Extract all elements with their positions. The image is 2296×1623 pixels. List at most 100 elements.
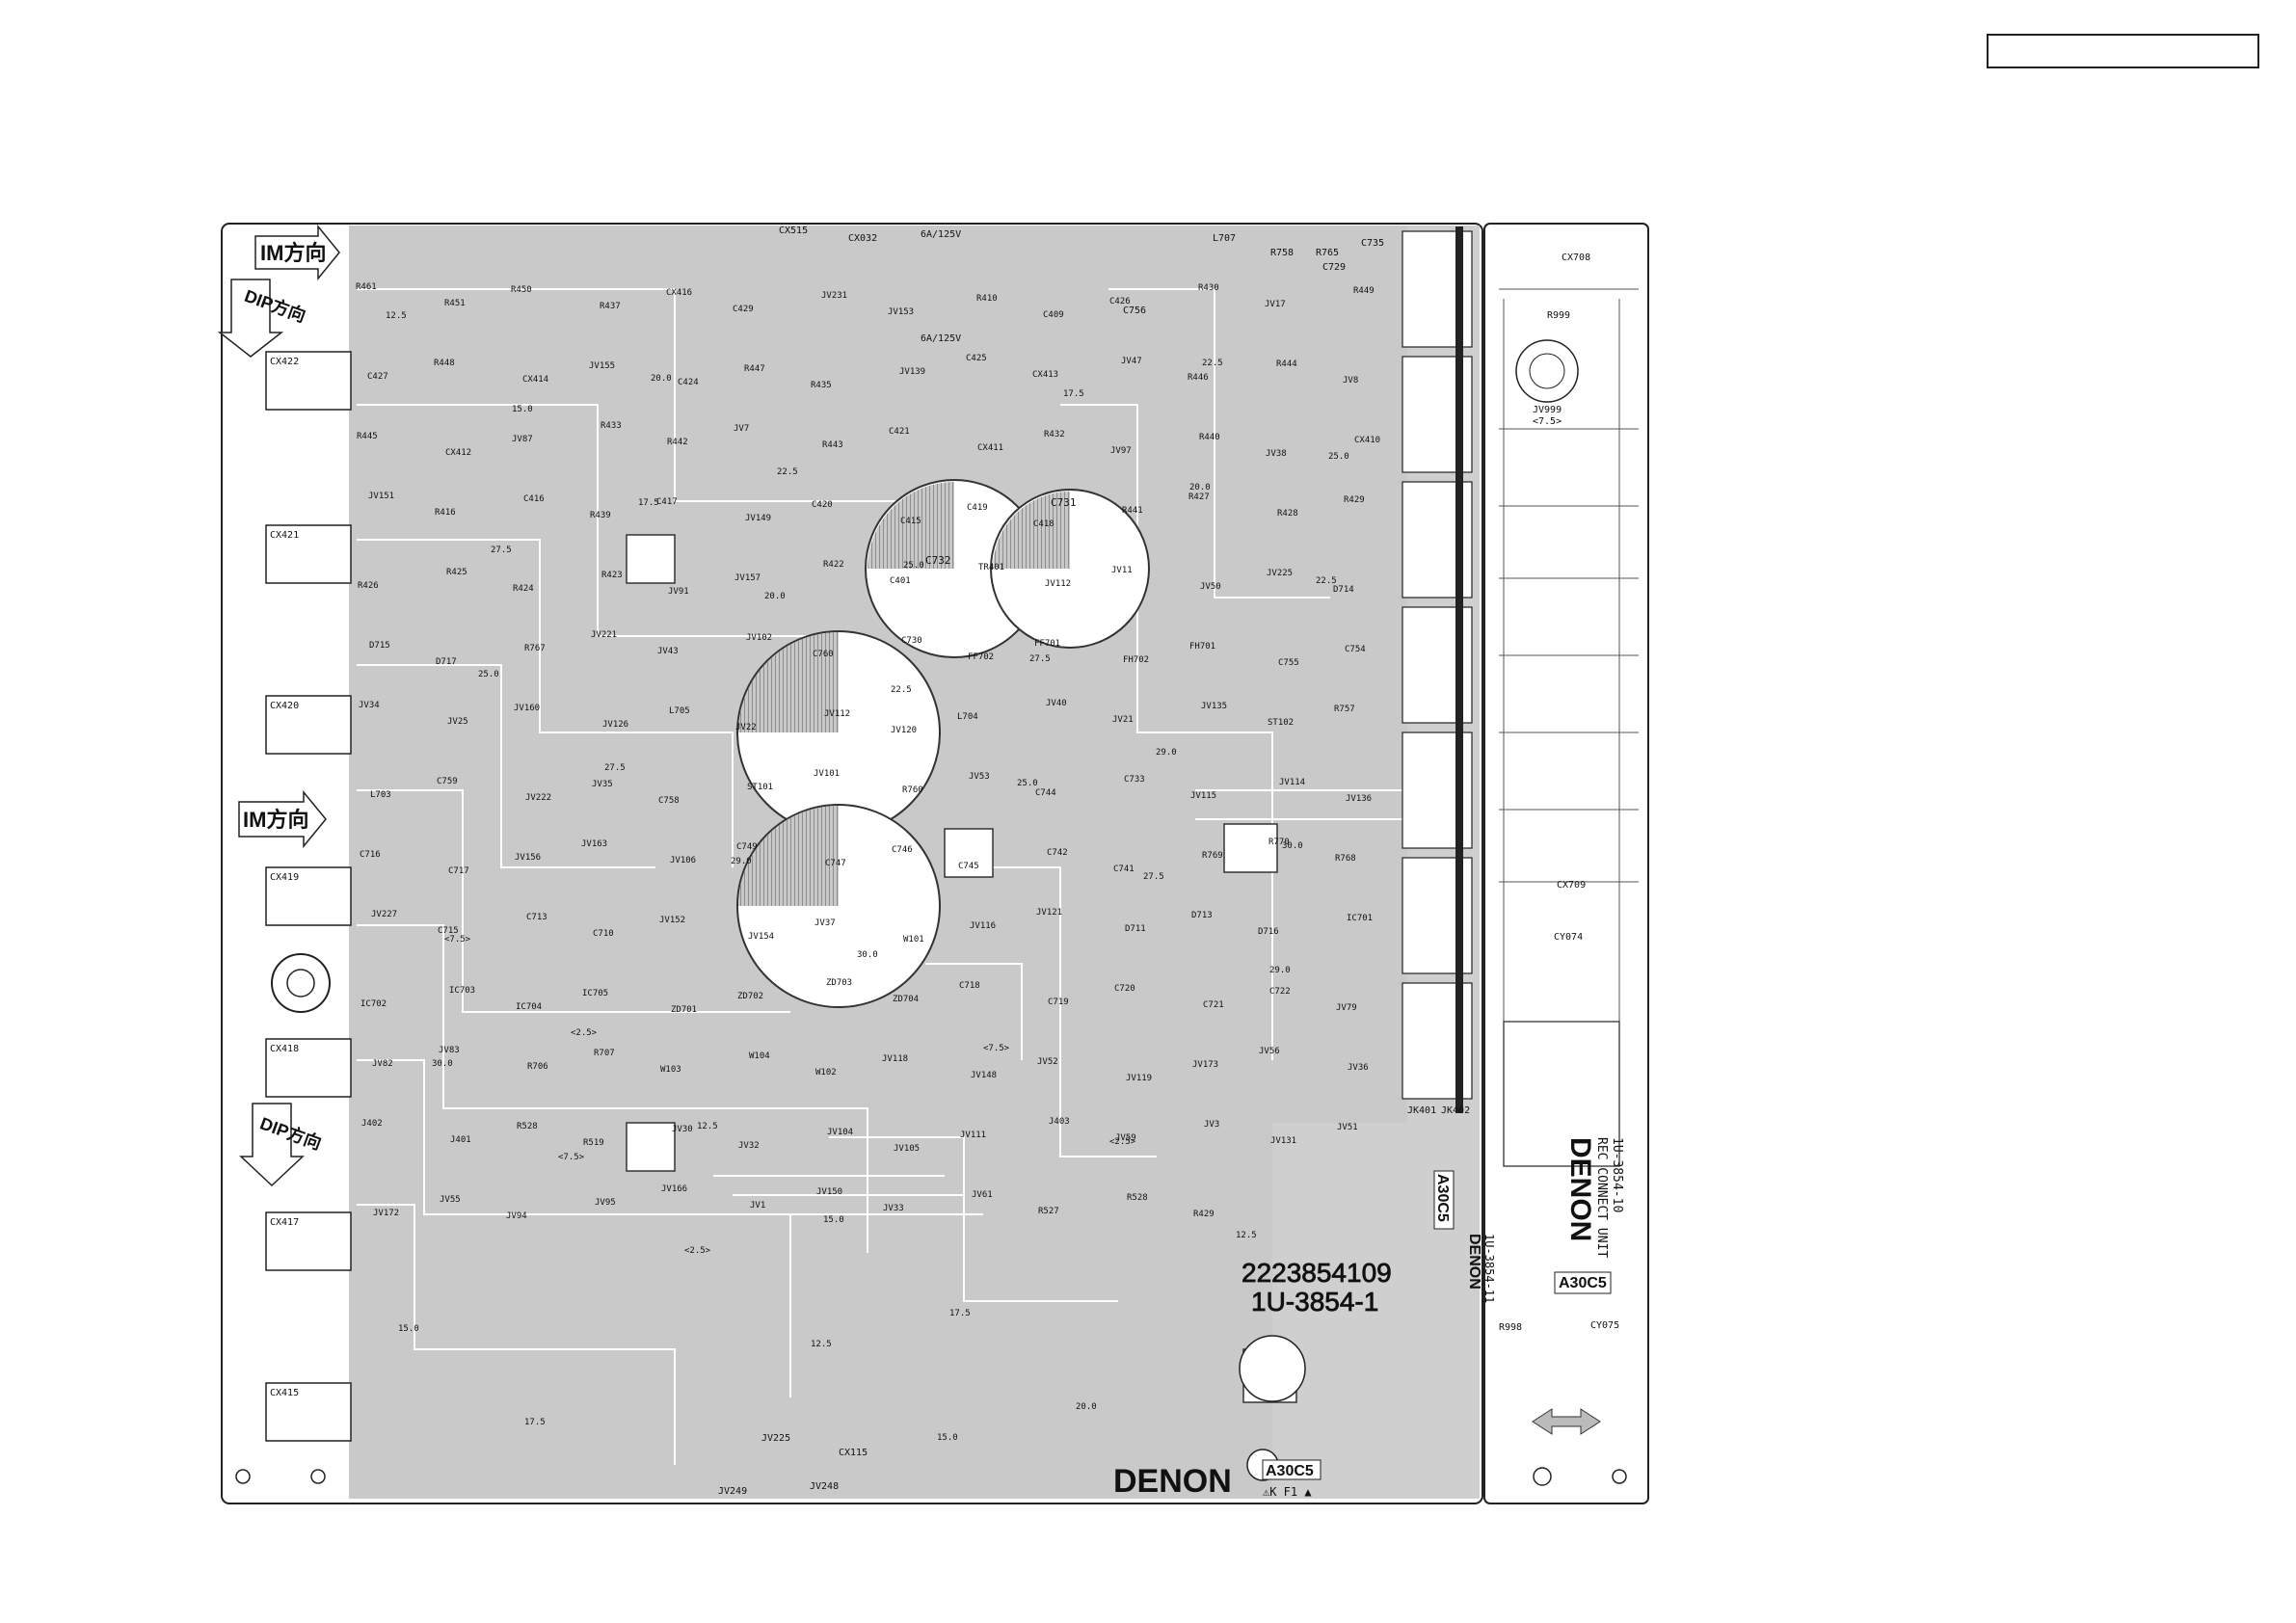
component-label: JV106 — [670, 856, 696, 865]
connector-label: CX422 — [270, 357, 299, 367]
bottom-label: CY074 — [1554, 932, 1583, 943]
component-label: JV35 — [592, 780, 613, 789]
component-label: JV102 — [746, 633, 772, 643]
component-label: R461 — [356, 282, 377, 292]
fuse-label: 6A/125V — [921, 229, 961, 240]
component-label: JV173 — [1192, 1060, 1218, 1070]
voltage-label: 20.0 — [1076, 1402, 1097, 1412]
component-label: IC705 — [582, 989, 608, 998]
component-label: JV150 — [816, 1187, 842, 1197]
component-label: FF701 — [1034, 639, 1060, 649]
component-label: JV163 — [581, 839, 607, 849]
jack-strip — [1455, 226, 1463, 1113]
component-label: JV105 — [894, 1144, 920, 1154]
component-labels: R461R451R450R437CX416C429JV231JV153R410C… — [356, 282, 1380, 1221]
bottom-label: R998 — [1499, 1322, 1522, 1333]
voltage-label: 29.0 — [1269, 966, 1291, 975]
component-label: JV157 — [734, 573, 761, 583]
component-label: W103 — [660, 1065, 681, 1075]
component-label: R430 — [1198, 283, 1219, 293]
voltage-label: 25.0 — [478, 670, 499, 679]
component-label: IC701 — [1347, 914, 1373, 923]
component-label: JV36 — [1348, 1063, 1369, 1073]
direction-arrows: IM方向 DIP方向 IM方向 DIP方向 — [217, 224, 340, 1187]
component-label: R527 — [1038, 1207, 1059, 1216]
component-label: C720 — [1114, 984, 1135, 994]
voltage-label: 17.5 — [524, 1418, 546, 1427]
component-label: JV33 — [883, 1204, 904, 1213]
bottom-label: CX115 — [839, 1448, 868, 1458]
component-label: JV34 — [359, 701, 380, 710]
component-label: C401 — [890, 576, 911, 586]
voltage-label: 29.0 — [1156, 748, 1177, 758]
component-label: C420 — [812, 500, 833, 510]
component-label: C759 — [437, 777, 458, 786]
component-label: JV43 — [657, 647, 679, 656]
component-label: ST102 — [1268, 718, 1294, 728]
component-label: C715 — [438, 926, 459, 936]
component-label: JV156 — [515, 853, 541, 863]
voltage-label: <7.5> — [444, 935, 471, 945]
connector-label: CX417 — [270, 1217, 299, 1228]
component-label: R528 — [1127, 1193, 1148, 1203]
component-label: C730 — [901, 636, 922, 646]
component-label: JV116 — [970, 921, 996, 931]
voltage-label: <2.5> — [1109, 1137, 1136, 1147]
component-label: R422 — [823, 560, 844, 570]
component-label: JV56 — [1259, 1047, 1280, 1056]
component-label: JV52 — [1037, 1057, 1058, 1067]
component-label: R519 — [583, 1138, 604, 1148]
component-label: JV3 — [1204, 1120, 1219, 1130]
component-label: JV155 — [589, 361, 615, 371]
voltage-label: 20.0 — [1189, 483, 1211, 492]
component-label: CX410 — [1354, 436, 1380, 445]
sub-board-traces — [1499, 288, 1639, 1099]
component-label: C744 — [1035, 788, 1056, 798]
component-label: R770 — [1268, 838, 1290, 847]
component-label: JV131 — [1270, 1136, 1296, 1146]
top-label: CX708 — [1562, 253, 1590, 263]
component-label: R427 — [1188, 492, 1210, 502]
component-label: JV154 — [748, 932, 774, 942]
voltage-label: 12.5 — [697, 1122, 718, 1131]
component-label: R760 — [902, 785, 923, 795]
voltage-label: 15.0 — [512, 405, 533, 414]
component-label: C416 — [523, 494, 545, 504]
connector-label: CX415 — [270, 1388, 299, 1398]
component-label: C426 — [1109, 297, 1131, 306]
top-label: C756 — [1123, 306, 1146, 316]
voltage-label: <7.5> — [558, 1153, 585, 1162]
component-label: JV148 — [971, 1071, 997, 1080]
component-label: C415 — [900, 517, 921, 526]
component-label: JV112 — [824, 709, 850, 719]
voltage-label: 12.5 — [811, 1340, 832, 1349]
page-header-box — [1987, 34, 2259, 68]
component-label: L703 — [370, 790, 391, 800]
component-label: C741 — [1113, 865, 1135, 874]
voltage-label: 27.5 — [491, 545, 512, 555]
voltage-label: 30.0 — [857, 950, 878, 960]
component-label: D714 — [1333, 585, 1354, 595]
component-label: C745 — [958, 862, 979, 871]
component-label: R768 — [1335, 854, 1356, 864]
component-label: JV87 — [512, 435, 533, 444]
voltage-labels: 12.515.017.520.022.525.027.529.030.0<7.5… — [386, 311, 1349, 1443]
top-label: R758 — [1270, 248, 1294, 258]
component-label: R446 — [1188, 373, 1209, 383]
component-label: R433 — [601, 421, 622, 431]
component-label: JV40 — [1046, 699, 1067, 708]
component-label: JV91 — [668, 587, 689, 597]
component-label: R428 — [1277, 509, 1298, 519]
component-label: R435 — [811, 381, 832, 390]
voltage-label: 15.0 — [398, 1324, 419, 1334]
voltage-label: 12.5 — [386, 311, 407, 321]
component-label: JV149 — [745, 514, 771, 523]
component-label: R447 — [744, 364, 765, 374]
component-label: JV83 — [439, 1046, 460, 1055]
component-label: JV50 — [1200, 582, 1221, 592]
component-label: JV7 — [734, 424, 749, 434]
component-label: JV97 — [1110, 446, 1132, 456]
component-label: R425 — [446, 568, 467, 577]
component-label: C760 — [813, 650, 834, 659]
voltage-label: 20.0 — [651, 374, 672, 384]
